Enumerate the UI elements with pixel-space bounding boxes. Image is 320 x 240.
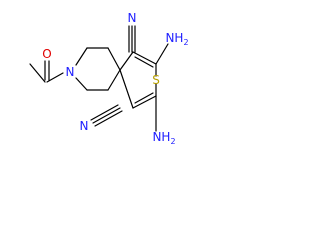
bond-acetyl-methyl <box>29 63 46 83</box>
bond-c8-spiro <box>119 69 134 109</box>
bond-nitrile-bottom-3 <box>94 110 123 127</box>
nitrile-bottom-nitrogen-label: N <box>80 119 89 133</box>
bond-c5-c6-double-inner <box>134 56 154 68</box>
bond-nitrile-bottom-2 <box>90 104 119 121</box>
bond-c5-c6-double <box>132 51 157 65</box>
bond-spiro-c5 <box>119 51 134 71</box>
amine-top-main: NH <box>165 31 183 45</box>
nitrile-top-nitrogen-label: N <box>128 11 137 25</box>
amine-top-label: NH2 <box>165 31 188 47</box>
bond-nitrile-bottom-1 <box>92 107 121 124</box>
bond-c7-c8-double-inner <box>134 92 154 104</box>
oxygen-label: O <box>42 47 51 61</box>
bond-piperidine-n-c1 <box>75 47 88 66</box>
bond-piperidine-c4-n <box>75 77 88 91</box>
bond-piperidine-spiro-c3 <box>107 69 121 91</box>
bond-acetyl-nitrogen <box>46 72 64 83</box>
bond-amine-top <box>155 43 169 65</box>
amine-bottom-main: NH <box>152 130 170 144</box>
ring-nitrogen-label: N <box>66 65 75 79</box>
amine-bottom-label: NH2 <box>152 130 175 146</box>
bond-piperidine-c2-spiro <box>107 47 121 71</box>
amine-top-subscript: 2 <box>183 38 188 47</box>
bond-c7-c8-double <box>132 95 157 109</box>
sulfur-label: S <box>152 73 160 87</box>
molecule-structure-diagram: O N S N N NH2 NH2 <box>29 11 189 146</box>
amine-bottom-subscript: 2 <box>170 137 175 146</box>
